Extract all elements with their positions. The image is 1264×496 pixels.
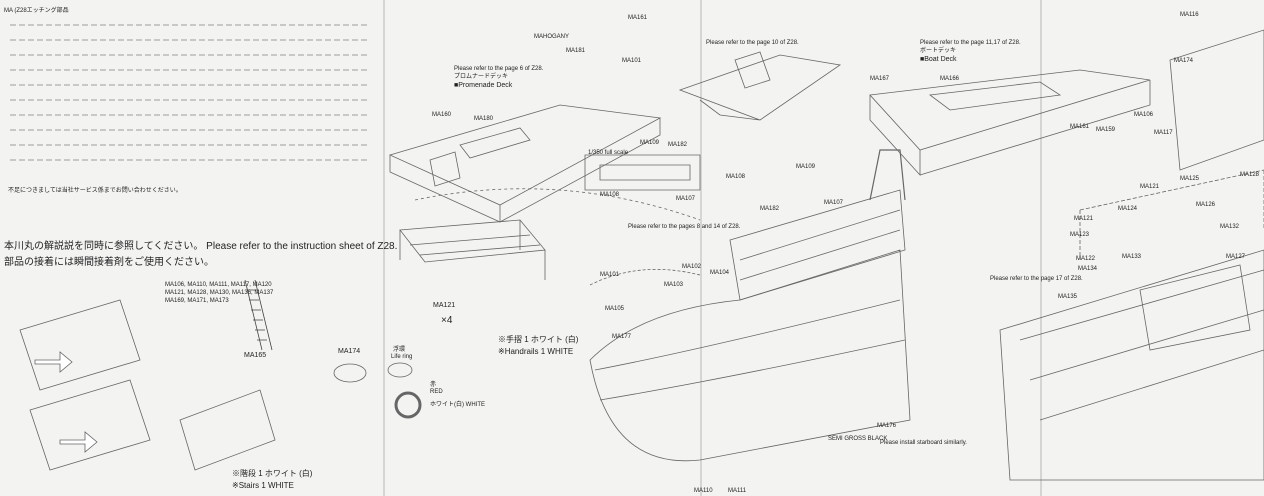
color-label: ホワイト(白) WHITE: [430, 402, 485, 408]
page-ref: Please refer to the pages 8 and 14 of Z2…: [628, 224, 741, 230]
part-label: MA182: [760, 206, 780, 212]
part-label: MA108: [600, 192, 620, 198]
material-label: MAHOGANY: [534, 34, 570, 40]
part-label: MA107: [824, 200, 844, 206]
part-label: MA108: [726, 174, 746, 180]
part-label: MA103: [664, 282, 684, 288]
deck-title: ■Boat Deck: [920, 56, 957, 63]
part-label: MA161: [1070, 124, 1090, 130]
part-label: MA167: [870, 76, 890, 82]
part-label: MA176: [877, 423, 897, 429]
part-label: MA132: [1220, 224, 1240, 230]
part-label: MA121: [433, 302, 456, 309]
part-label: MA174: [338, 348, 361, 355]
deck-title: ■Promenade Deck: [454, 82, 513, 89]
part-label: MA181: [566, 48, 586, 54]
part-label: MA101: [622, 58, 642, 64]
part-label: MA133: [1122, 254, 1142, 260]
color-label: RED: [430, 389, 443, 395]
part-label: MA125: [1180, 176, 1200, 182]
parts-list: MA106, MA110, MA111, MA117, MA120: [165, 282, 272, 288]
part-label: MA106: [1134, 112, 1154, 118]
part-label: MA104: [710, 270, 730, 276]
scale-note: 1/350 full scale: [588, 150, 629, 156]
parts-list: MA121, MA128, MA130, MA136, MA137: [165, 290, 274, 296]
fold-line: [700, 0, 702, 496]
adhesive-note: 部品の接着には瞬間接着剤をご使用ください。: [4, 257, 214, 268]
sheet-note: 不足につきましては当社サービス係までお問い合わせください。: [8, 188, 182, 194]
part-label: MA117: [1154, 130, 1173, 136]
stairs-note: ※Stairs 1 WHITE: [232, 481, 294, 490]
deck-title: ボートデッキ: [920, 48, 957, 54]
fold-line: [383, 0, 385, 496]
parts-list: MA169, MA171, MA173: [165, 298, 229, 304]
deck-ref: Please refer to the page 11,17 of Z28.: [920, 40, 1021, 46]
part-label: MA111: [728, 488, 747, 494]
handrails-note: ※Handrails 1 WHITE: [498, 347, 574, 356]
part-label: MA121: [1074, 216, 1094, 222]
fold-line: [1040, 0, 1042, 496]
quantity-label: ×4: [441, 315, 453, 326]
part-label: MA105: [605, 306, 625, 312]
refer-instruction-line: 本川丸の解説説を同時に参照してください。 Please refer to the…: [4, 241, 398, 252]
stairs-note: ※階段 1 ホワイト (白): [232, 469, 313, 478]
part-label: MA159: [1096, 127, 1116, 133]
part-label: MA102: [682, 264, 702, 270]
part-label: MA182: [668, 142, 688, 148]
part-label: MA124: [1118, 206, 1138, 212]
part-label: MA160: [432, 112, 452, 118]
page-ref: Please refer to the page 10 of Z28.: [706, 40, 799, 46]
part-label: MA123: [1070, 232, 1090, 238]
handrails-note: ※手摺 1 ホワイト (白): [498, 335, 579, 344]
part-label: MA126: [1196, 202, 1216, 208]
part-label: MA107: [676, 196, 696, 202]
color-label: SEMI GROSS BLACK: [828, 436, 888, 442]
part-label: MA165: [244, 352, 267, 359]
etched-parts-grid: [10, 24, 370, 161]
deck-ref: Please refer to the page 6 of Z28.: [454, 66, 544, 72]
part-label: MA180: [474, 116, 494, 122]
part-label: MA109: [796, 164, 816, 170]
part-label: MA135: [1058, 294, 1078, 300]
part-label: MA109: [640, 140, 660, 146]
sheet-header: MA (Z28エッチング部品: [4, 8, 69, 14]
life-ring-label: 浮環: [393, 347, 406, 353]
part-label: MA116: [1180, 12, 1199, 18]
life-ring-label: Life ring: [391, 354, 413, 360]
part-label: MA134: [1078, 266, 1098, 272]
assembly-note: Please install starboard similarly.: [880, 440, 967, 446]
deck-title: プロムナードデッキ: [454, 74, 509, 80]
part-label: MA177: [612, 334, 632, 340]
part-label: MA121: [1140, 184, 1160, 190]
part-label: MA161: [628, 15, 648, 21]
color-label: 赤: [430, 382, 437, 388]
part-label: MA174: [1174, 58, 1194, 64]
part-label: MA166: [940, 76, 960, 82]
page-ref: Please refer to the page 17 of Z28.: [990, 276, 1083, 282]
part-label: MA127: [1226, 254, 1246, 260]
part-label: MA110: [694, 488, 713, 494]
part-label: MA122: [1076, 256, 1096, 262]
part-label: MA101: [600, 272, 620, 278]
part-label: MA128: [1240, 172, 1260, 178]
